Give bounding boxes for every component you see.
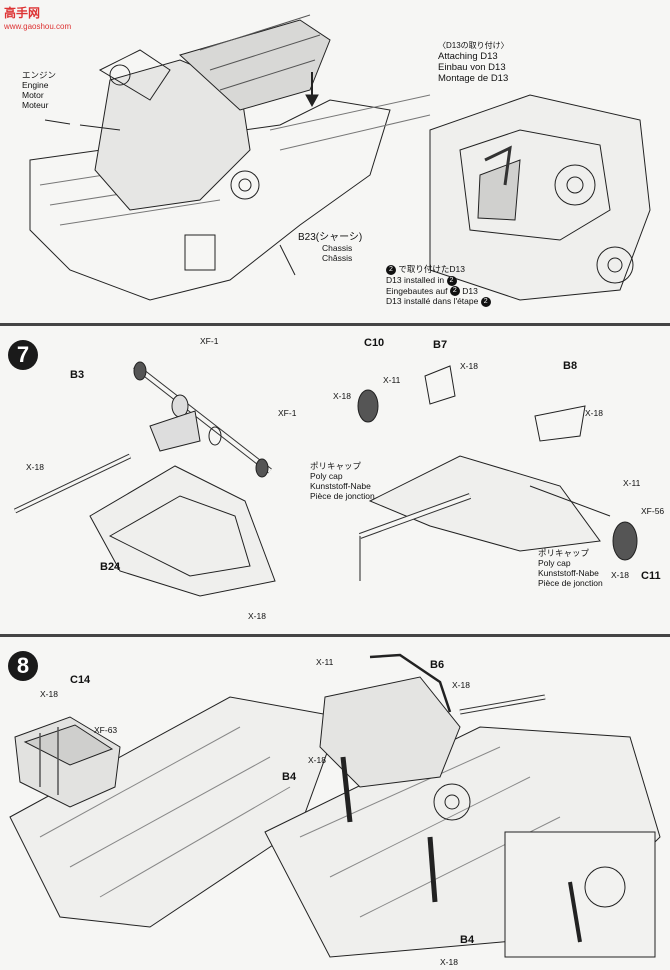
section-divider-2 (0, 634, 670, 637)
engine-label-de: Motor (22, 90, 44, 100)
d13-title-fr: Montage de D13 (438, 73, 509, 84)
chassis-label-group: B23(シャーシ) Chassis Châssis (298, 232, 363, 264)
d13-installed-jp: で取り付けたD13 (398, 264, 465, 274)
d13-installed-en: D13 installed in (386, 274, 445, 285)
polycap-jp: ポリキャップ (310, 461, 362, 471)
exhaust-chassis-drawing (9, 653, 661, 958)
step-ref-badge-de: 2 (449, 286, 460, 297)
d13-title-en: Attaching D13 (438, 51, 498, 62)
paint-x18-c10: X-18 (333, 391, 351, 401)
chassis-label-fr: Châssis (322, 253, 353, 263)
paint-x18-b4: X-18 (308, 755, 326, 765)
d13-installed-fr: D13 installé dans l'étape (386, 296, 479, 307)
step-7-panel: 7 XF-1 XF-1 B3 (0, 326, 670, 634)
polycap-fr: Pièce de jonction (310, 491, 375, 501)
polycap2-de: Kunststoff-Nabe (538, 568, 599, 578)
polycap-en: Poly cap (310, 471, 343, 481)
polycap-de: Kunststoff-Nabe (310, 481, 371, 491)
paint-x11-right: X-11 (623, 478, 641, 488)
part-b8-label: B8 (563, 360, 578, 372)
paint-xf1-top: XF-1 (200, 336, 219, 346)
polycap2-en: Poly cap (538, 558, 571, 568)
polycap2-jp: ポリキャップ (538, 548, 590, 558)
d13-title-jp: 〈D13の取り付け〉 (438, 41, 509, 50)
part-b24-label: B24 (100, 561, 121, 573)
paint-xf1-mid: XF-1 (278, 408, 297, 418)
part-b6-label: B6 (430, 659, 445, 671)
polycap-label-group: ポリキャップ Poly cap Kunststoff-Nabe Pièce de… (310, 461, 375, 501)
engine-label-en: Engine (22, 80, 49, 90)
step-number-badge: 7 (8, 340, 38, 370)
chassis-part-label: B23(シャーシ) (298, 232, 363, 243)
engine-chassis-drawing (29, 14, 651, 301)
paint-x18-c14: X-18 (40, 689, 58, 699)
watermark-logo: 高手网 (4, 6, 41, 20)
paint-x11-top: X-11 (383, 375, 401, 385)
part-b7-label: B7 (433, 339, 448, 351)
paint-x18-b7: X-18 (460, 361, 478, 371)
paint-x18-bottom-8: X-18 (440, 957, 458, 967)
polycap2-label-group: ポリキャップ Poly cap Kunststoff-Nabe Pièce de… (538, 548, 603, 588)
step-number-badge-8: 8 (8, 651, 38, 681)
chassis-label-en: Chassis (322, 243, 353, 253)
step-ref-badge: 2 (386, 264, 396, 275)
d13-installed-group: 2 で取り付けたD13 D13 installed in 2 Eingebaut… (386, 264, 491, 307)
d13-installed-de: Eingebautes auf (386, 285, 448, 296)
part-b3-label: B3 (70, 369, 85, 381)
d13-attach-group: 〈D13の取り付け〉 Attaching D13 Einbau von D13 … (438, 40, 509, 84)
paint-x18-right: X-18 (611, 570, 629, 580)
part-c10-label: C10 (364, 337, 385, 349)
section-divider (0, 323, 670, 326)
part-c11-label: C11 (641, 570, 661, 582)
polycap2-fr: Pièce de jonction (538, 578, 603, 588)
paint-x18-bottom: X-18 (248, 611, 266, 621)
part-b4-label-left: B4 (282, 771, 297, 783)
engine-label-jp: エンジン (22, 70, 57, 80)
paint-x18-b6: X-18 (452, 680, 470, 690)
paint-x11: X-11 (316, 657, 334, 667)
step-6-panel: エンジン Engine Motor Moteur B23(シャーシ) Chass… (0, 0, 670, 323)
paint-x18-left: X-18 (26, 462, 44, 472)
paint-x18-b8: X-18 (585, 408, 603, 418)
watermark-url: www.gaoshou.com (4, 22, 72, 31)
paint-xf56: XF-56 (641, 506, 665, 516)
engine-label-group: エンジン Engine Motor Moteur (22, 70, 56, 110)
d13-title-de: Einbau von D13 (438, 62, 506, 73)
d13-installed-de-suffix: D13 (462, 285, 478, 296)
engine-label-fr: Moteur (22, 100, 49, 110)
suspension-drawing (13, 361, 638, 597)
part-c14-label: C14 (70, 674, 91, 686)
step-ref-badge-en: 2 (446, 275, 457, 286)
paint-xf63: XF-63 (94, 725, 118, 735)
part-b4-label-bottom: B4 (460, 934, 475, 946)
step-8-panel: 8 C14 X-18 (0, 637, 670, 970)
step-ref-badge-fr: 2 (480, 297, 491, 307)
